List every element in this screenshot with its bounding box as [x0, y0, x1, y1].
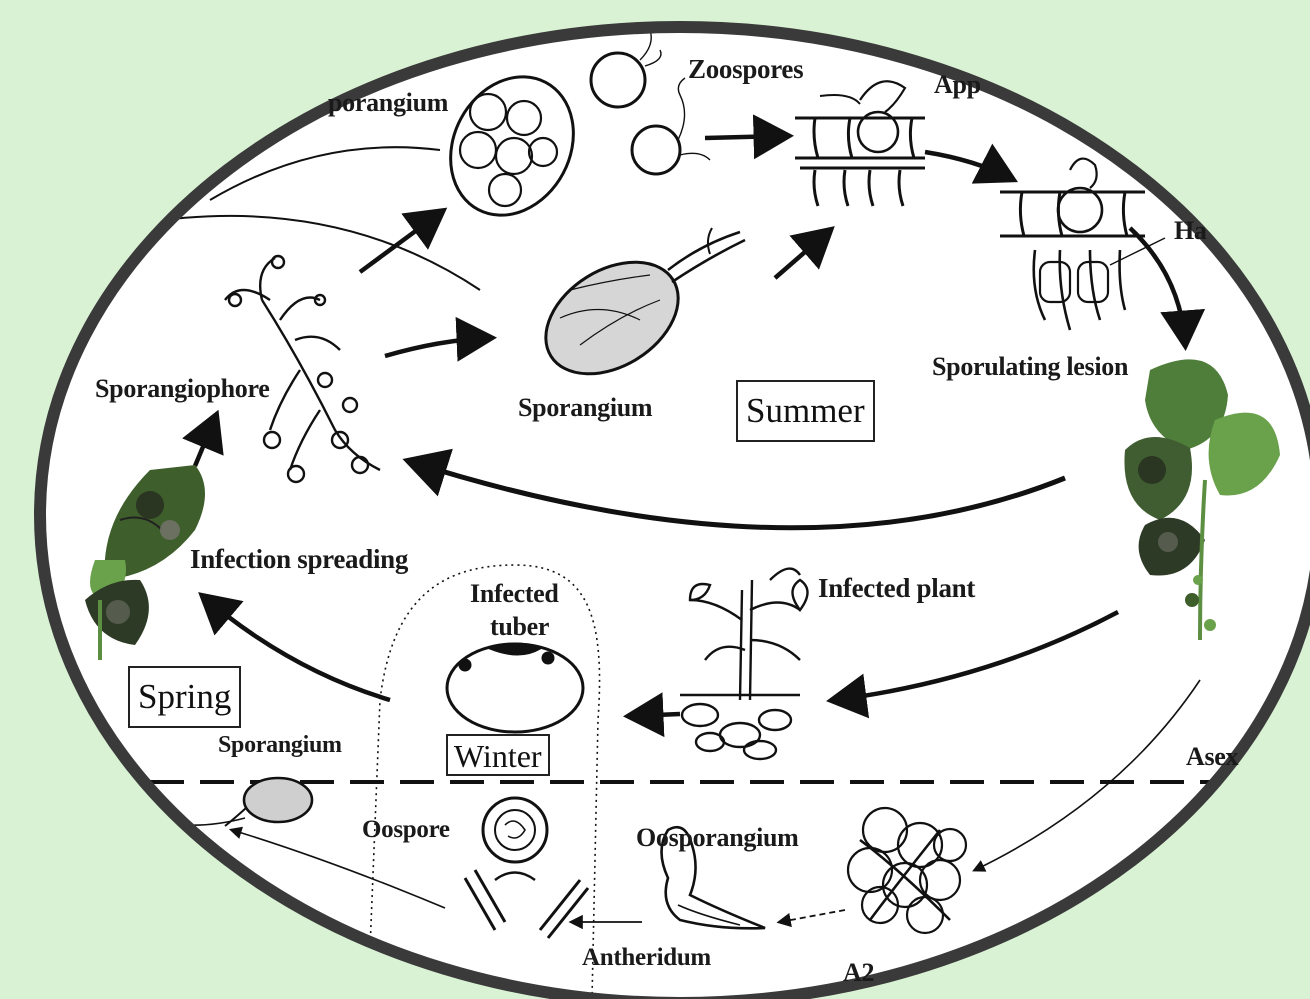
label-sporulating-lesion: Sporulating lesion	[932, 352, 1128, 382]
label-infected-tuber-line2: tuber	[490, 612, 549, 642]
label-zoospores: Zoospores	[688, 54, 803, 85]
label-infected-plant: Infected plant	[818, 573, 975, 604]
label-oosporangium: Oosporangium	[636, 823, 799, 853]
label-appressorium: App	[934, 70, 981, 100]
label-haustorium: Ha	[1174, 216, 1207, 246]
label-antheridium: Antheridum	[582, 944, 711, 972]
season-summer: Summer	[736, 380, 875, 442]
label-a2: A2	[843, 958, 874, 988]
label-asexual: Asex	[1186, 742, 1238, 772]
label-infection-spreading: Infection spreading	[190, 544, 408, 575]
label-infected-tuber-line1: Infected	[470, 579, 559, 609]
arrow-plant-to-tuber	[632, 714, 680, 716]
label-sporangium-low: Sporangium	[218, 732, 342, 759]
label-sporangium-mid: Sporangium	[518, 393, 652, 423]
label-sporangiophore: Sporangiophore	[95, 374, 269, 404]
label-oospore: Oospore	[362, 816, 450, 844]
arrow-zoospores-to-appressorium	[705, 136, 785, 138]
label-sporangium-top: porangium	[328, 88, 448, 118]
season-spring: Spring	[128, 666, 241, 728]
season-winter: Winter	[446, 734, 550, 776]
